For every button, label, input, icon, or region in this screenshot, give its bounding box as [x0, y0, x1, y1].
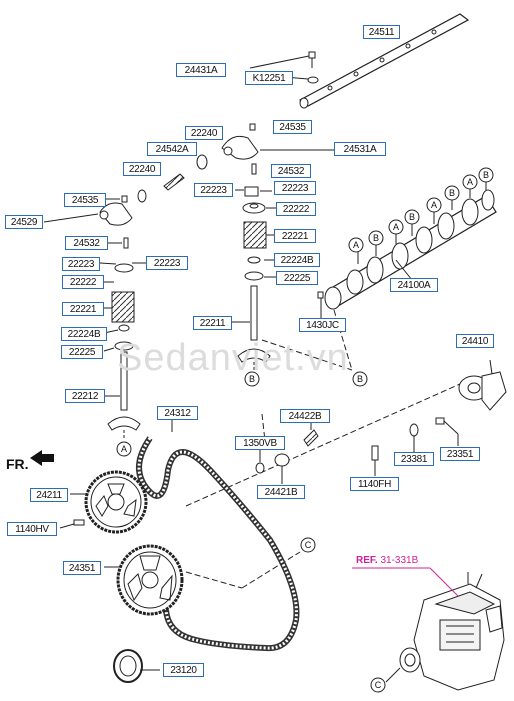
- camshaft: [317, 182, 497, 318]
- reference-number: 31-331B: [380, 555, 419, 566]
- reference-prefix: REF.: [356, 555, 378, 566]
- guide-lines: [185, 309, 461, 589]
- callout-letter: A: [467, 177, 473, 187]
- shaft-bolt: [249, 51, 319, 84]
- idler-parts: [255, 420, 379, 484]
- part-label-24211[interactable]: 24211: [30, 488, 68, 502]
- cam-sprocket: [59, 470, 148, 534]
- rocker-arm-upper: [221, 123, 336, 175]
- callout-letter: B: [409, 212, 415, 222]
- part-label-1140hv[interactable]: 1140HV: [7, 522, 57, 536]
- callout-circles: [116, 167, 494, 693]
- reference-label[interactable]: REF. 31-331B: [356, 555, 418, 566]
- part-label-22240[interactable]: 22240: [185, 126, 223, 140]
- part-label-22212[interactable]: 22212: [65, 389, 105, 403]
- callout-letter: B: [357, 374, 363, 384]
- part-label-22222[interactable]: 22222: [276, 202, 316, 216]
- part-label-23381[interactable]: 23381: [394, 452, 434, 466]
- part-label-k12251[interactable]: K12251: [245, 71, 293, 85]
- callout-letter: C: [375, 680, 382, 690]
- part-label-24535[interactable]: 24535: [64, 193, 106, 207]
- part-label-24511[interactable]: 24511: [363, 25, 400, 39]
- part-label-22211[interactable]: 22211: [193, 316, 232, 330]
- part-label-22223[interactable]: 22223: [274, 181, 316, 195]
- callout-letter: A: [121, 444, 127, 454]
- part-label-24532[interactable]: 24532: [271, 164, 311, 178]
- rocker-spring-upper: [137, 154, 208, 203]
- part-label-23120[interactable]: 23120: [163, 663, 204, 677]
- part-label-24535[interactable]: 24535: [273, 120, 312, 134]
- part-label-24312[interactable]: 24312: [157, 406, 198, 420]
- part-label-1430jc[interactable]: 1430JC: [299, 318, 346, 332]
- callout-letter: A: [353, 240, 359, 250]
- callout-letter: B: [483, 170, 489, 180]
- part-label-1140fh[interactable]: 1140FH: [350, 477, 399, 491]
- part-label-23351[interactable]: 23351: [440, 447, 480, 461]
- part-label-24431a[interactable]: 24431A: [176, 63, 226, 77]
- part-label-22225[interactable]: 22225: [276, 271, 318, 285]
- part-label-24351[interactable]: 24351: [63, 561, 101, 575]
- callout-letter: A: [393, 222, 399, 232]
- belt-tensioner: [409, 359, 507, 452]
- part-label-24531a[interactable]: 24531A: [334, 142, 386, 156]
- callout-letter: B: [449, 188, 455, 198]
- rocker-shaft: [298, 13, 470, 109]
- callout-letter: B: [249, 374, 255, 384]
- part-label-1350vb[interactable]: 1350VB: [235, 436, 285, 450]
- part-label-22223[interactable]: 22223: [194, 183, 233, 197]
- part-label-24542a[interactable]: 24542A: [147, 142, 197, 156]
- crank-pulley: [113, 649, 160, 683]
- part-label-22224b[interactable]: 22224B: [274, 253, 320, 267]
- part-label-22221[interactable]: 22221: [274, 229, 316, 243]
- callout-letter: C: [305, 540, 312, 550]
- part-label-22223[interactable]: 22223: [62, 257, 100, 271]
- part-label-24100a[interactable]: 24100A: [390, 278, 438, 292]
- callout-letter: A: [431, 200, 437, 210]
- part-label-24422b[interactable]: 24422B: [280, 409, 330, 423]
- part-label-24529[interactable]: 24529: [5, 215, 43, 229]
- timing-belt: [136, 420, 300, 652]
- part-label-22222[interactable]: 22222: [62, 275, 104, 289]
- valve-assembly-right: [232, 186, 276, 372]
- injection-pump: [352, 567, 505, 691]
- front-arrow-icon: [30, 450, 54, 466]
- rocker-arm-left: [43, 195, 133, 249]
- part-label-24410[interactable]: 24410: [456, 334, 494, 348]
- part-label-22225[interactable]: 22225: [61, 345, 103, 359]
- part-label-24532[interactable]: 24532: [65, 236, 108, 250]
- front-direction-label: FR.: [6, 456, 29, 472]
- callout-letter: B: [373, 233, 379, 243]
- crank-sprocket: [104, 544, 184, 616]
- part-label-22240[interactable]: 22240: [123, 162, 161, 176]
- part-label-24421b[interactable]: 24421B: [257, 485, 305, 499]
- part-label-22221[interactable]: 22221: [62, 302, 104, 316]
- part-label-22223[interactable]: 22223: [146, 256, 188, 270]
- part-label-22224b[interactable]: 22224B: [61, 327, 107, 341]
- valve-assembly-left: [99, 262, 146, 440]
